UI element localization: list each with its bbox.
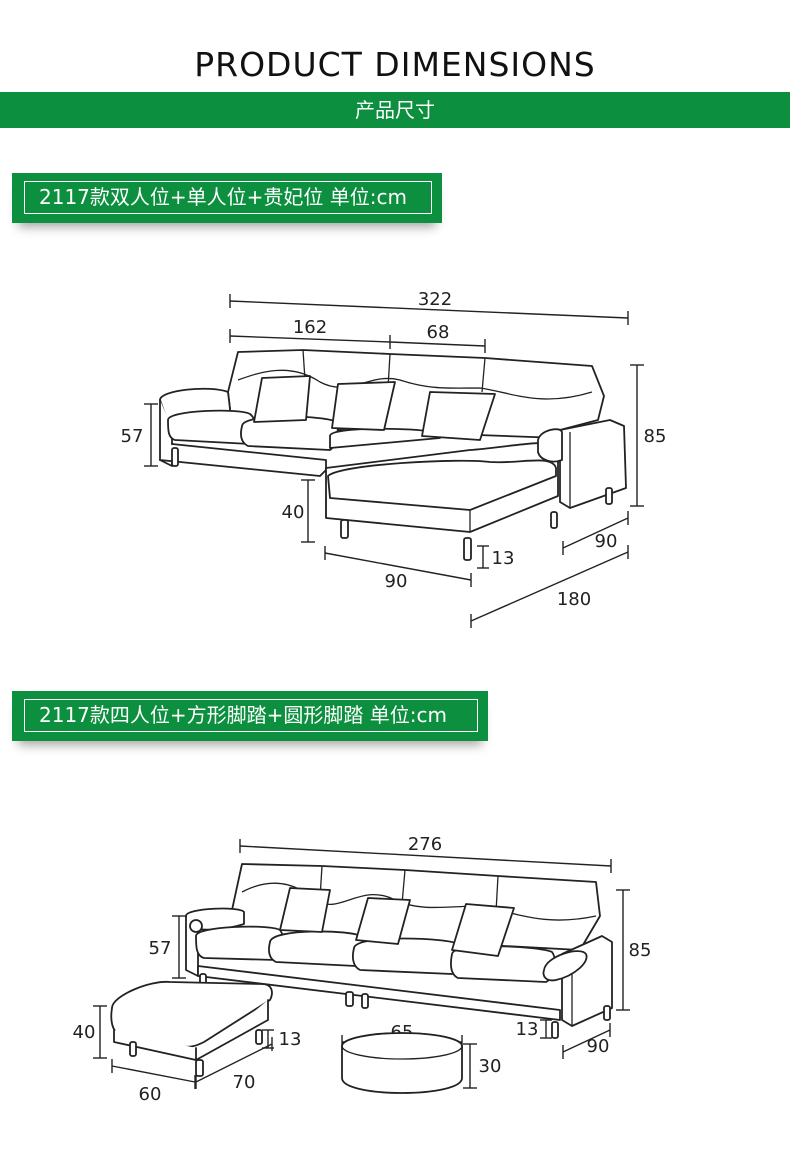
dim-180-line — [470, 545, 629, 628]
dim-162-line — [229, 329, 486, 353]
dim2-70-line — [195, 1037, 273, 1089]
dim2-seat-height: 57 — [149, 938, 172, 959]
dim-13-line — [477, 545, 489, 569]
dim-total-length: 322 — [418, 289, 452, 310]
square-ottoman-drawing — [110, 981, 273, 1077]
dim-seat-height: 57 — [121, 426, 144, 447]
dim-276-line — [239, 839, 612, 873]
dim-chaise-width: 90 — [385, 571, 408, 592]
dim2-total-length: 276 — [408, 834, 442, 855]
dim-middle-length: 68 — [427, 322, 450, 343]
dim-85-line — [630, 364, 644, 507]
dim2-60-line — [111, 1059, 196, 1089]
dim-chaise-length: 180 — [557, 589, 591, 610]
section2-label-text: 2117款四人位+方形脚踏+圆形脚踏 单位:cm — [24, 699, 478, 732]
dim-back-height: 85 — [644, 426, 667, 447]
dim2-sofa-leg: 13 — [516, 1019, 539, 1040]
dim-57-line — [144, 403, 158, 467]
dim2-back-height: 85 — [629, 940, 652, 961]
dim-90-chaise-line — [324, 546, 472, 587]
dim-chaise-seat-height: 40 — [282, 502, 305, 523]
dim2-30-line — [463, 1043, 477, 1089]
four-seat-sofa-drawing — [185, 863, 613, 1039]
dim-90-side-line — [562, 511, 629, 555]
section1-label-text: 2117款双人位+单人位+贵妃位 单位:cm — [24, 181, 432, 214]
dim-side-depth: 90 — [595, 531, 618, 552]
section2-drawing: 276 57 85 40 13 60 70 — [0, 820, 790, 1120]
page-title: PRODUCT DIMENSIONS — [194, 45, 596, 84]
section1-label: 2117款双人位+单人位+贵妃位 单位:cm — [12, 173, 442, 223]
dim2-57-line — [172, 915, 186, 979]
dim2-ottoman-width: 60 — [139, 1084, 162, 1105]
sectional-sofa-drawing — [159, 349, 627, 561]
dim-40-line — [301, 479, 315, 543]
dim-left-length: 162 — [293, 317, 327, 338]
dim2-90-line — [562, 1023, 611, 1059]
section2-label: 2117款四人位+方形脚踏+圆形脚踏 单位:cm — [12, 691, 488, 741]
section1-drawing: 322 162 68 57 85 40 13 90 — [0, 280, 790, 640]
dim2-40-line — [93, 1005, 107, 1059]
dim-leg-height: 13 — [492, 548, 515, 569]
dim2-ottoman-height: 40 — [73, 1022, 96, 1043]
dim2-13-sofa-line — [540, 1019, 552, 1039]
dim2-sofa-depth: 90 — [587, 1036, 610, 1057]
dim2-85-line — [616, 889, 630, 1011]
dim2-round-height: 30 — [479, 1056, 502, 1077]
subtitle-bar: 产品尺寸 — [0, 92, 790, 128]
dim2-ottoman-depth: 70 — [233, 1072, 256, 1093]
dim2-ottoman-leg: 13 — [279, 1029, 302, 1050]
round-ottoman-drawing — [341, 1032, 463, 1094]
subtitle-text: 产品尺寸 — [355, 98, 435, 122]
dim-322-line — [229, 294, 629, 325]
